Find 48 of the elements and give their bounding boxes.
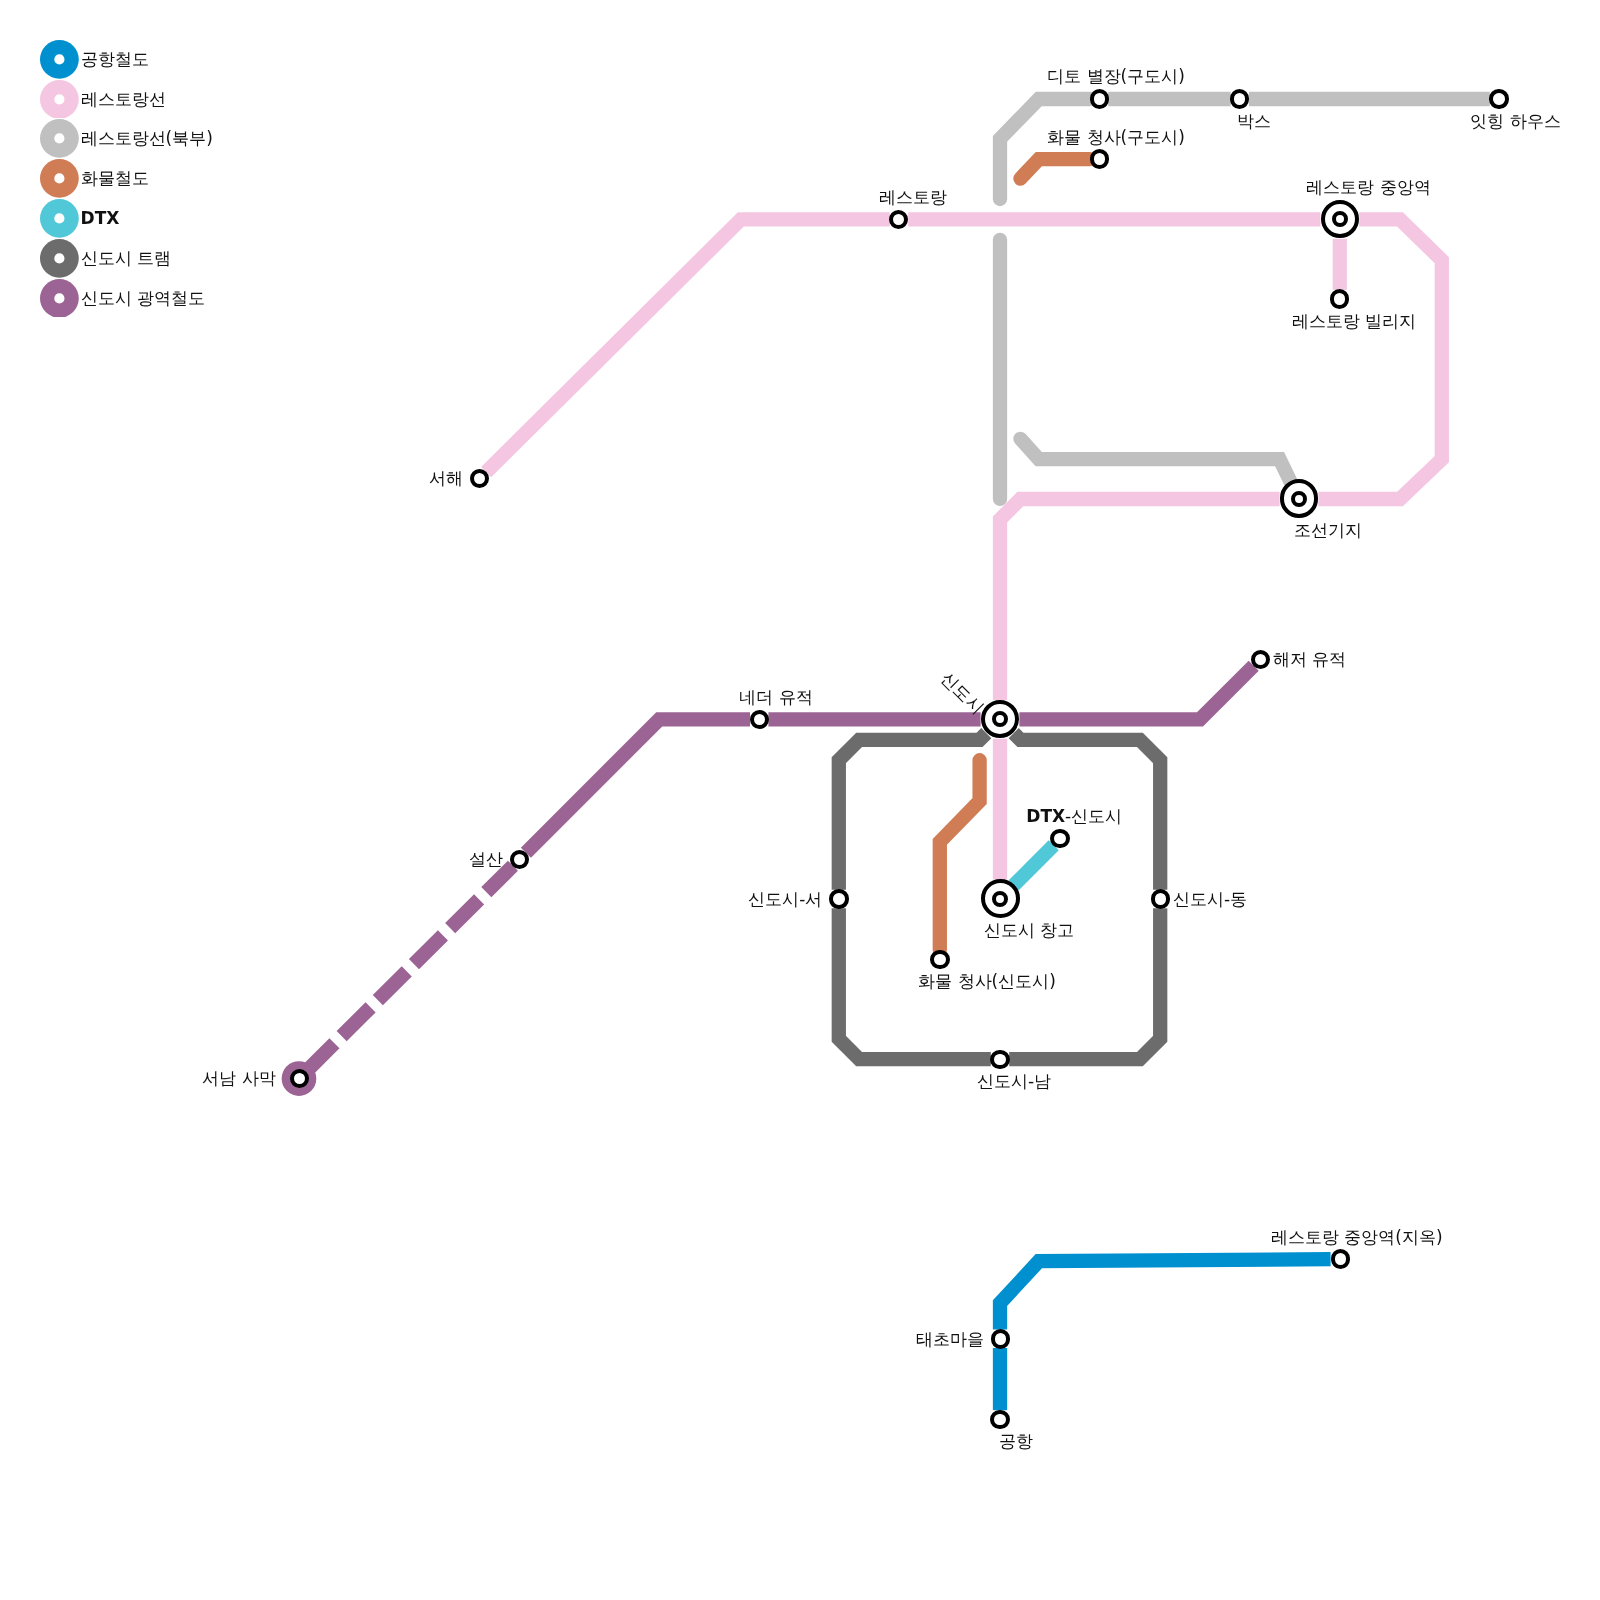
rail-line <box>1008 840 1059 891</box>
station-label: 서남 사막 <box>202 1069 276 1089</box>
rail-line <box>992 1348 1008 1411</box>
station-label: 조선기지 <box>1293 521 1362 540</box>
rail-line <box>768 712 981 727</box>
rail-line <box>992 1252 1331 1330</box>
station-label: 박스 <box>1236 111 1271 131</box>
legend-label: 레스토랑선(북부) <box>80 129 213 149</box>
station-label: 디토 별장(구도시) <box>1047 67 1185 87</box>
station-label: 화물 청사(구도시) <box>1047 127 1185 147</box>
station-label: 화물 청사(신도시) <box>918 972 1056 991</box>
rail-line <box>831 728 992 890</box>
legend-label: 레스토랑선 <box>80 89 166 109</box>
rail-line <box>1108 91 1231 107</box>
station-label: 서해 <box>429 469 464 489</box>
station-label: 태초마을 <box>915 1329 984 1349</box>
station-label: 레스토랑 중앙역(지옥) <box>1270 1227 1443 1247</box>
rail-line <box>520 712 750 858</box>
station-label: 레스토랑 <box>879 187 948 207</box>
rail-line <box>1318 212 1449 507</box>
station-label: 신도시-동 <box>1173 889 1248 909</box>
station-label: 신도시-남 <box>977 1072 1052 1091</box>
rail-line <box>481 212 890 478</box>
rail-line <box>1249 91 1490 107</box>
rail-line <box>1332 238 1347 290</box>
rail-line <box>1008 728 1168 890</box>
legend-label: 신도시 트램 <box>80 248 171 268</box>
rail-line <box>992 491 1280 700</box>
rail-line <box>1019 660 1259 727</box>
station-label: 공항 <box>999 1432 1034 1451</box>
rail-line <box>831 908 991 1067</box>
station-label: 네더 유적 <box>739 687 813 707</box>
rail-line <box>992 738 1008 880</box>
rail-line <box>1009 908 1168 1067</box>
station-label: DTX-신도시 <box>1026 807 1123 826</box>
station-label: 레스토랑 빌리지 <box>1291 311 1417 331</box>
station-label: 잇힝 하우스 <box>1470 111 1561 131</box>
rail-line <box>908 212 1321 227</box>
legend-label: DTX <box>80 209 120 228</box>
station-label: 신도시 창고 <box>983 921 1075 940</box>
station-label: 설산 <box>468 850 503 869</box>
legend-label: 화물철도 <box>80 169 149 188</box>
legend-label: 공항철도 <box>80 49 149 69</box>
station-label: 신도시-서 <box>748 889 823 909</box>
station-label: 해저 유적 <box>1273 650 1347 669</box>
rail-line <box>281 860 518 1096</box>
legend-label: 신도시 광역철도 <box>80 288 205 308</box>
station-label: 레스토랑 중앙역 <box>1306 177 1431 197</box>
